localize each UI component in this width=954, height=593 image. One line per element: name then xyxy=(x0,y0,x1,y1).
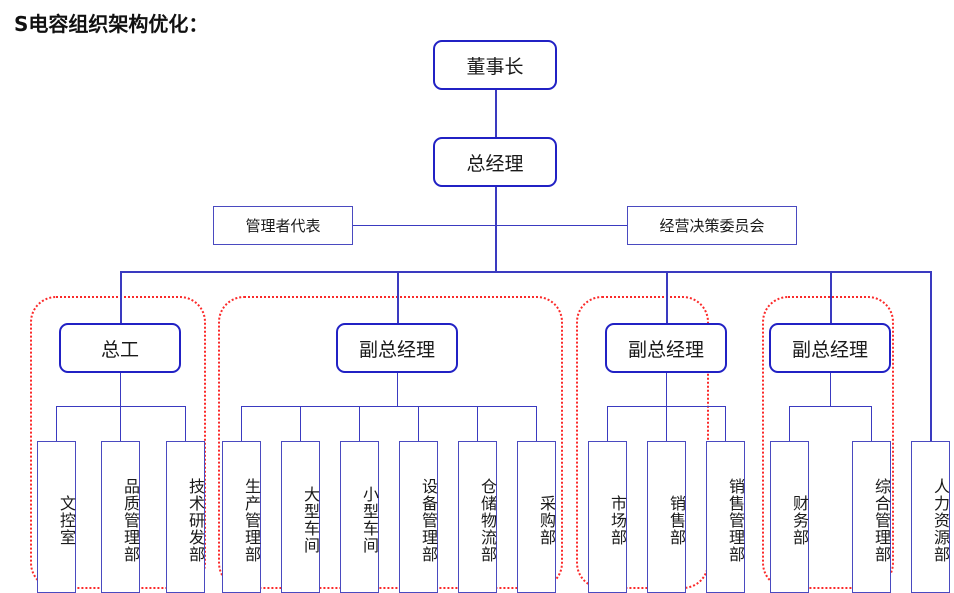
connector-drop-d4 xyxy=(241,406,242,441)
node-dept-da-xing-che-jian[interactable]: 大型车间 xyxy=(281,441,320,593)
node-business-decision-committee[interactable]: 经营决策委员会 xyxy=(627,206,797,245)
connector-drop-d14 xyxy=(871,406,872,441)
connector-bus-to-vgm-3 xyxy=(830,271,832,323)
connector-mgmtrep-to-stem xyxy=(353,225,495,226)
node-dept-sheng-chan-guan-li-bu[interactable]: 生产管理部 xyxy=(222,441,261,593)
connector-gm-stem xyxy=(495,187,497,272)
connector-bus-to-vgm-2 xyxy=(666,271,668,323)
node-dept-shi-chang-bu[interactable]: 市场部 xyxy=(588,441,627,593)
connector-main-bus xyxy=(120,271,931,273)
connector-drop-d2 xyxy=(120,406,121,441)
node-dept-zong-he-guan-li-bu[interactable]: 综合管理部 xyxy=(852,441,891,593)
connector-vgm-1-bar xyxy=(241,406,536,407)
connector-drop-d9 xyxy=(536,406,537,441)
connector-chief-engineer-stem xyxy=(120,373,121,406)
connector-drop-d10 xyxy=(607,406,608,441)
page-title: S电容组织架构优化： xyxy=(14,12,209,36)
node-dept-cang-chu-wu-liu-bu[interactable]: 仓储物流部 xyxy=(458,441,497,593)
connector-bus-to-chief-engineer xyxy=(120,271,122,323)
node-dept-ji-shu-yan-fa-bu[interactable]: 技术研发部 xyxy=(166,441,205,593)
connector-drop-d3 xyxy=(185,406,186,441)
connector-vgm-3-bar xyxy=(789,406,871,407)
node-dept-pin-zhi-guan-li-bu[interactable]: 品质管理部 xyxy=(101,441,140,593)
node-dept-xiao-shou-guan-li-bu[interactable]: 销售管理部 xyxy=(706,441,745,593)
connector-drop-d12 xyxy=(725,406,726,441)
node-chief-engineer[interactable]: 总工 xyxy=(59,323,181,373)
connector-vgm-3-stem xyxy=(830,373,831,406)
node-vgm-1[interactable]: 副总经理 xyxy=(336,323,458,373)
connector-drop-d8 xyxy=(477,406,478,441)
connector-vgm-2-stem xyxy=(666,373,667,406)
node-dept-xiao-shou-bu[interactable]: 销售部 xyxy=(647,441,686,593)
connector-chairman-to-gm xyxy=(495,90,497,137)
connector-drop-d7 xyxy=(418,406,419,441)
connector-drop-d6 xyxy=(359,406,360,441)
connector-stem-to-committee xyxy=(495,225,627,226)
node-dept-xiao-xing-che-jian[interactable]: 小型车间 xyxy=(340,441,379,593)
connector-drop-d11 xyxy=(666,406,667,441)
node-management-representative[interactable]: 管理者代表 xyxy=(213,206,353,245)
node-vgm-3[interactable]: 副总经理 xyxy=(769,323,891,373)
connector-drop-d1 xyxy=(56,406,57,441)
node-general-manager[interactable]: 总经理 xyxy=(433,137,557,187)
node-dept-cai-gou-bu[interactable]: 采购部 xyxy=(517,441,556,593)
connector-bus-to-hr-department xyxy=(930,271,932,441)
connector-drop-d13 xyxy=(789,406,790,441)
node-dept-ren-li-zi-yuan-bu[interactable]: 人力资源部 xyxy=(911,441,950,593)
node-dept-wen-kong-shi[interactable]: 文控室 xyxy=(37,441,76,593)
connector-drop-d5 xyxy=(300,406,301,441)
connector-bus-to-vgm-1 xyxy=(397,271,399,323)
node-vgm-2[interactable]: 副总经理 xyxy=(605,323,727,373)
node-dept-cai-wu-bu[interactable]: 财务部 xyxy=(770,441,809,593)
node-chairman[interactable]: 董事长 xyxy=(433,40,557,90)
connector-vgm-1-stem xyxy=(397,373,398,406)
node-dept-she-bei-guan-li-bu[interactable]: 设备管理部 xyxy=(399,441,438,593)
